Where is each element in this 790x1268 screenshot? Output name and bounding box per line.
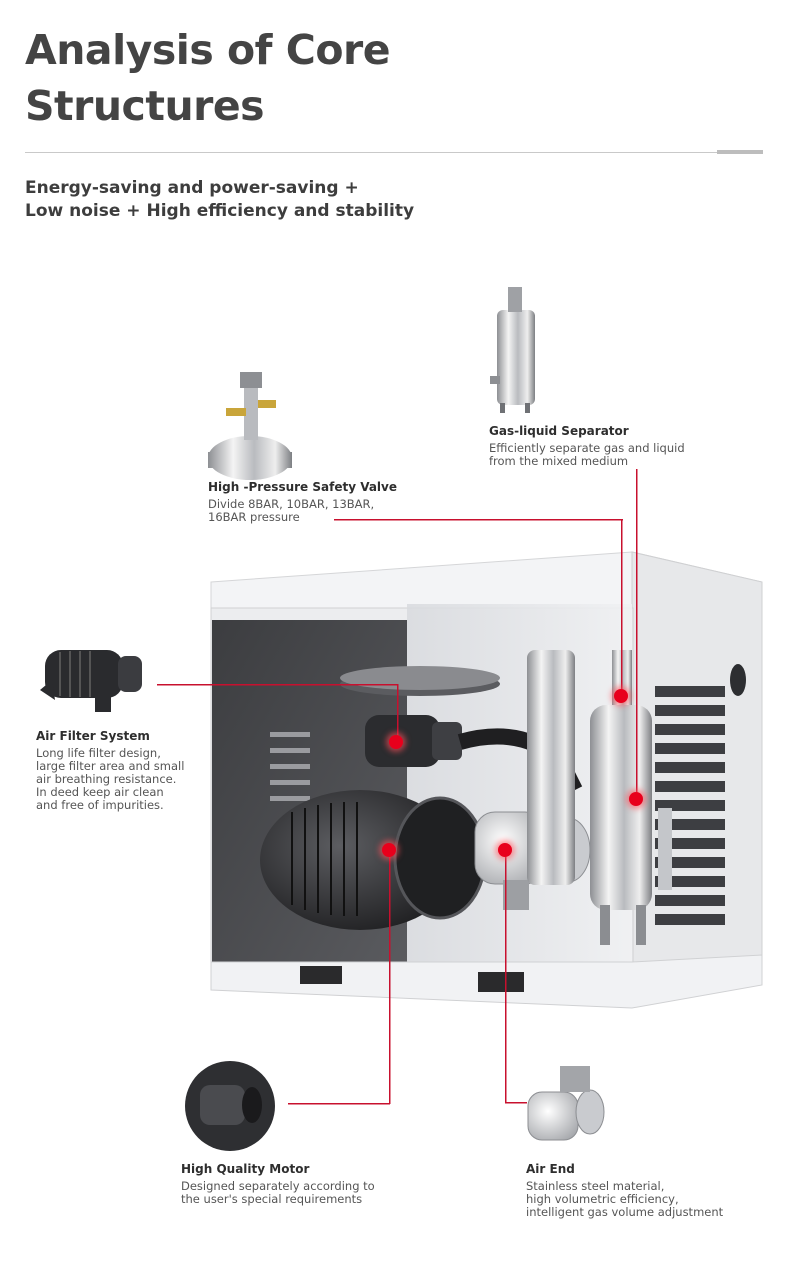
motor-desc-1: Designed separately according to <box>181 1179 375 1193</box>
air-end-caption: Air End Stainless steel material, high v… <box>526 1162 723 1219</box>
air-filter-caption: Air Filter System Long life filter desig… <box>36 729 184 812</box>
separator-hotspot[interactable] <box>629 792 643 806</box>
separator-caption: Gas-liquid Separator Efficiently separat… <box>489 424 685 468</box>
motor-title: High Quality Motor <box>181 1162 310 1176</box>
air-end-desc-3: intelligent gas volume adjustment <box>526 1205 724 1219</box>
air-filter-desc-3: air breathing resistance. <box>36 772 177 786</box>
air-end-title: Air End <box>526 1162 575 1176</box>
separator-desc-1: Efficiently separate gas and liquid <box>489 441 685 455</box>
header-divider <box>25 152 763 153</box>
callout-lines <box>157 469 638 1105</box>
air-filter-desc-5: and free of impurities. <box>36 798 164 812</box>
air-filter-desc-1: Long life filter design, <box>36 746 161 760</box>
air-filter-hotspot[interactable] <box>389 735 403 749</box>
separator-valve-hotspot[interactable] <box>614 689 628 703</box>
motor-desc-2: the user's special requirements <box>181 1192 363 1206</box>
air-filter-desc-4: In deed keep air clean <box>36 785 164 799</box>
motor-hotspot[interactable] <box>382 843 396 857</box>
motor-image <box>185 1061 275 1151</box>
motor-caption: High Quality Motor Designed separately a… <box>181 1162 375 1206</box>
safety-valve-desc-1: Divide 8BAR, 10BAR, 13BAR, <box>208 497 375 511</box>
cabinet <box>210 551 763 1009</box>
header-divider-accent <box>717 150 763 154</box>
safety-valve-title: High -Pressure Safety Valve <box>208 480 397 494</box>
gas-liquid-separator-image <box>490 287 535 413</box>
air-end-desc-1: Stainless steel material, <box>526 1179 665 1193</box>
air-end-image <box>527 1066 605 1141</box>
air-end-hotspot[interactable] <box>498 843 512 857</box>
page-title: Analysis of Core Structures <box>25 26 391 130</box>
air-filter-title: Air Filter System <box>36 729 150 743</box>
page-subtitle: Energy-saving and power-saving + Low noi… <box>25 177 625 223</box>
separator-title: Gas-liquid Separator <box>489 424 629 438</box>
air-end-desc-2: high volumetric efficiency, <box>526 1192 679 1206</box>
subtitle-line-1: Energy-saving and power-saving + <box>25 178 359 198</box>
safety-valve-image <box>208 372 292 480</box>
separator-desc-2: from the mixed medium <box>489 454 629 468</box>
safety-valve-desc-2: 16BAR pressure <box>208 510 300 524</box>
air-filter-image <box>40 650 142 712</box>
air-filter-desc-2: large filter area and small <box>36 759 185 773</box>
subtitle-line-2: Low noise + High efficiency and stabilit… <box>25 201 415 221</box>
safety-valve-caption: High -Pressure Safety Valve Divide 8BAR,… <box>208 480 397 524</box>
